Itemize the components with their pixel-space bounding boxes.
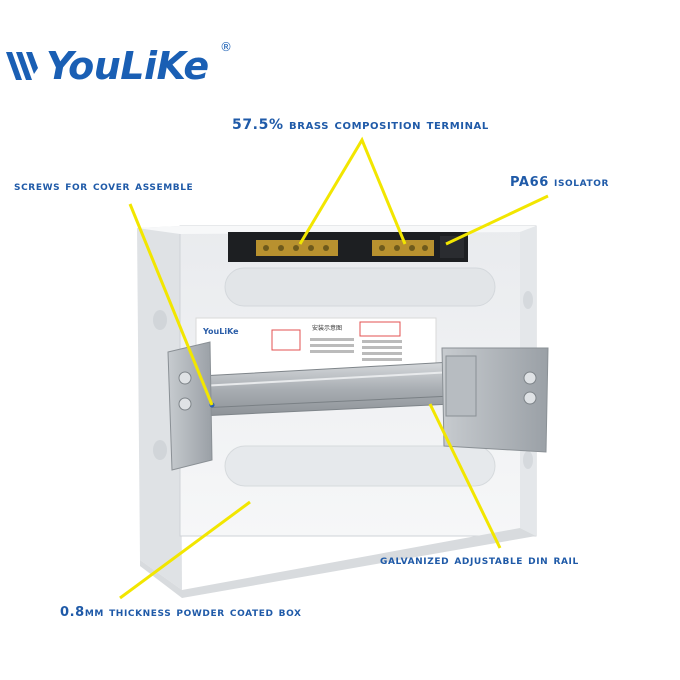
label-isolator: PA66 isolator	[510, 175, 610, 190]
label-box: 0.8mm thickness powder coated box	[60, 605, 302, 620]
brand-name: YouLiKe	[46, 44, 209, 88]
sticker-diagram-title: 安装示意图	[312, 324, 342, 332]
logo-mark-icon	[6, 52, 38, 80]
brand-logo: YouLiKe ®	[2, 40, 232, 88]
registered-mark: ®	[220, 40, 232, 54]
sticker-brand: YouLiKe	[202, 327, 239, 336]
label-screws: screws for cover assemble	[14, 179, 194, 194]
left-bracket	[167, 341, 215, 471]
product-sticker: YouLiKe 安装示意图	[195, 317, 437, 377]
label-brass-terminal: 57.5% brass composition terminal	[232, 117, 489, 133]
label-din-rail: galvanized adjustable din rail	[380, 553, 579, 568]
callout-leader-lines	[119, 136, 549, 600]
terminal-blocks	[228, 232, 468, 262]
right-bracket	[441, 347, 549, 453]
